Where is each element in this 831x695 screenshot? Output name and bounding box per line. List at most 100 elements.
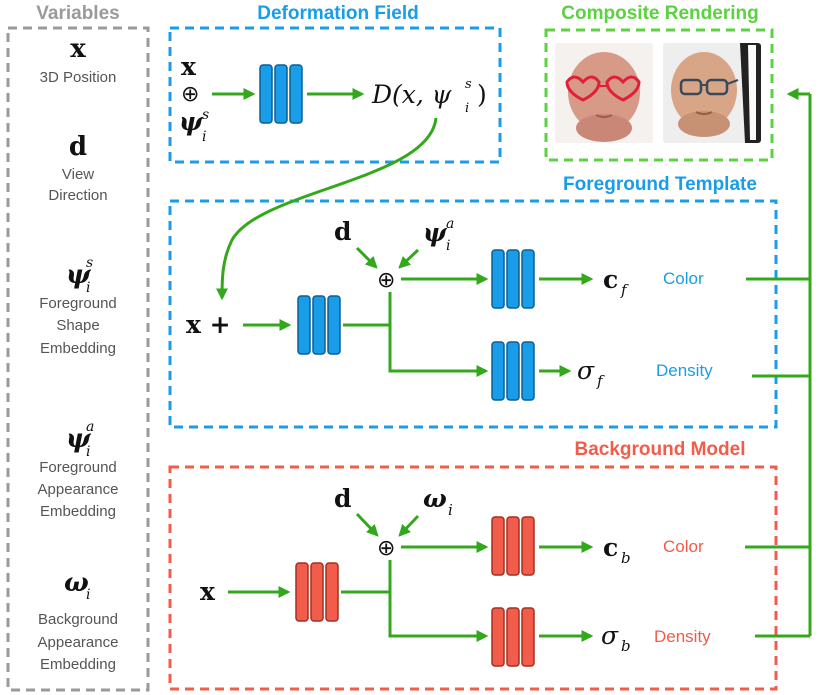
var-omega-desc-2: Appearance (38, 634, 119, 651)
svg-text:σ: σ (601, 621, 619, 650)
foreground-template-title: Foreground Template (563, 174, 757, 195)
var-psi-s-desc-3: Embedding (40, 340, 116, 357)
svg-text:s: s (202, 107, 209, 123)
var-d-desc-2: Direction (48, 187, 107, 204)
var-psi-a-desc-3: Embedding (40, 503, 116, 520)
fg-feature-to-concat (343, 292, 392, 327)
fg-arrow-psi (398, 248, 420, 269)
var-psi-s-desc-1: Foreground (39, 295, 117, 312)
bg-input-x: x (200, 577, 216, 606)
deformation-field-border (168, 26, 502, 164)
svg-text:ω: ω (423, 484, 447, 513)
var-psi-a-symbol: ψ a i (66, 419, 94, 460)
svg-text:i: i (202, 129, 206, 145)
fg-arrow-to-density-mlp (388, 325, 489, 377)
svg-text:f: f (620, 281, 629, 299)
bg-d-symbol: d (334, 484, 351, 513)
fg-psi-a-symbol: ψ a i (423, 216, 454, 254)
fg-color-label: Color (663, 269, 704, 288)
fg-density-label: Density (656, 361, 713, 380)
bg-arrow-to-density-mlp (388, 592, 489, 642)
bg-color-output: c b (603, 533, 631, 567)
var-psi-s-desc-2: Shape (56, 317, 99, 334)
var-d-symbol: d (69, 132, 87, 162)
composite-rendering-title: Composite Rendering (561, 3, 758, 24)
svg-text:ψ: ψ (66, 424, 92, 454)
svg-text:ω: ω (64, 568, 89, 598)
var-omega-desc-3: Embedding (40, 656, 116, 673)
fg-mlp-density (491, 341, 535, 401)
bg-density-label: Density (654, 627, 711, 646)
foreground-template-border (168, 199, 778, 429)
background-model-border (168, 465, 778, 691)
svg-text:σ: σ (577, 356, 595, 385)
deform-oplus: ⊕ (181, 82, 199, 107)
variables-border (6, 26, 150, 692)
composite-rendering-border (544, 28, 774, 162)
fg-mlp-color (491, 249, 535, 309)
bg-oplus: ⊕ (377, 536, 395, 561)
svg-text:): ) (477, 80, 487, 109)
svg-text:s: s (465, 77, 472, 92)
svg-text:i: i (446, 238, 450, 254)
deform-input-x: x (181, 52, 197, 81)
composite-rendering-block: Composite Rendering (544, 3, 774, 162)
render-image-1 (555, 43, 653, 143)
svg-text:c: c (603, 265, 618, 294)
variables-panel: Variables x 3D Position d View Direction… (6, 3, 150, 692)
svg-text:i: i (86, 280, 90, 296)
deform-mlp (259, 64, 303, 124)
output-routing (745, 88, 812, 638)
deform-input-psi: ψ s i (179, 107, 209, 145)
fg-oplus: ⊕ (377, 268, 395, 293)
bg-omega-symbol: ω i (423, 484, 453, 519)
deform-output: D(x, ψ s i ) (371, 77, 487, 116)
fg-d-symbol: d (334, 217, 351, 246)
svg-text:b: b (621, 637, 631, 655)
foreground-template-block: Foreground Template x + d ψ a i ⊕ (168, 117, 778, 429)
bg-feature-to-concat (341, 560, 392, 594)
bg-arrow-omega (398, 514, 420, 537)
var-omega-symbol: ω i (64, 568, 90, 603)
variables-title: Variables (36, 3, 119, 24)
svg-text:i: i (86, 587, 90, 603)
render-image-2 (663, 43, 761, 143)
svg-text:i: i (86, 444, 90, 460)
fg-color-output: c f (603, 265, 629, 299)
fg-arrow-d (355, 246, 378, 269)
svg-text:ψ: ψ (423, 218, 448, 247)
svg-text:a: a (86, 419, 94, 435)
background-model-title: Background Model (574, 439, 745, 460)
bg-arrow-d (355, 512, 379, 537)
var-psi-a-desc-2: Appearance (38, 481, 119, 498)
deformation-field-title: Deformation Field (257, 3, 419, 24)
svg-text:f: f (596, 372, 605, 390)
fg-input: x + (186, 310, 231, 339)
svg-text:D(x, ψ: D(x, ψ (371, 80, 452, 109)
bg-mlp-density (491, 607, 535, 667)
var-omega-desc-1: Background (38, 611, 118, 628)
svg-text:i: i (465, 101, 469, 116)
svg-text:x +: x + (186, 310, 231, 339)
svg-text:b: b (621, 549, 631, 567)
svg-text:c: c (603, 533, 618, 562)
background-model-block: Background Model x d ω i ⊕ (168, 439, 778, 691)
bg-density-output: σ b (601, 621, 631, 655)
var-psi-a-desc-1: Foreground (39, 459, 117, 476)
var-x-desc: 3D Position (40, 69, 117, 86)
var-psi-s-symbol: ψ s i (66, 255, 93, 296)
svg-text:a: a (446, 216, 454, 232)
var-d-desc-1: View (62, 166, 94, 183)
svg-text:i: i (448, 501, 453, 519)
svg-text:ψ: ψ (66, 260, 92, 290)
deformation-field-block: Deformation Field x ⊕ ψ s i D(x, ψ s i ) (168, 3, 502, 164)
var-x-symbol: x (70, 34, 86, 64)
bg-color-label: Color (663, 537, 704, 556)
bg-mlp-color (491, 516, 535, 576)
fg-density-output: σ f (577, 356, 605, 390)
fg-mlp-main (297, 295, 341, 355)
svg-text:ψ: ψ (179, 107, 204, 136)
bg-mlp-main (295, 562, 339, 622)
svg-text:s: s (86, 255, 93, 271)
